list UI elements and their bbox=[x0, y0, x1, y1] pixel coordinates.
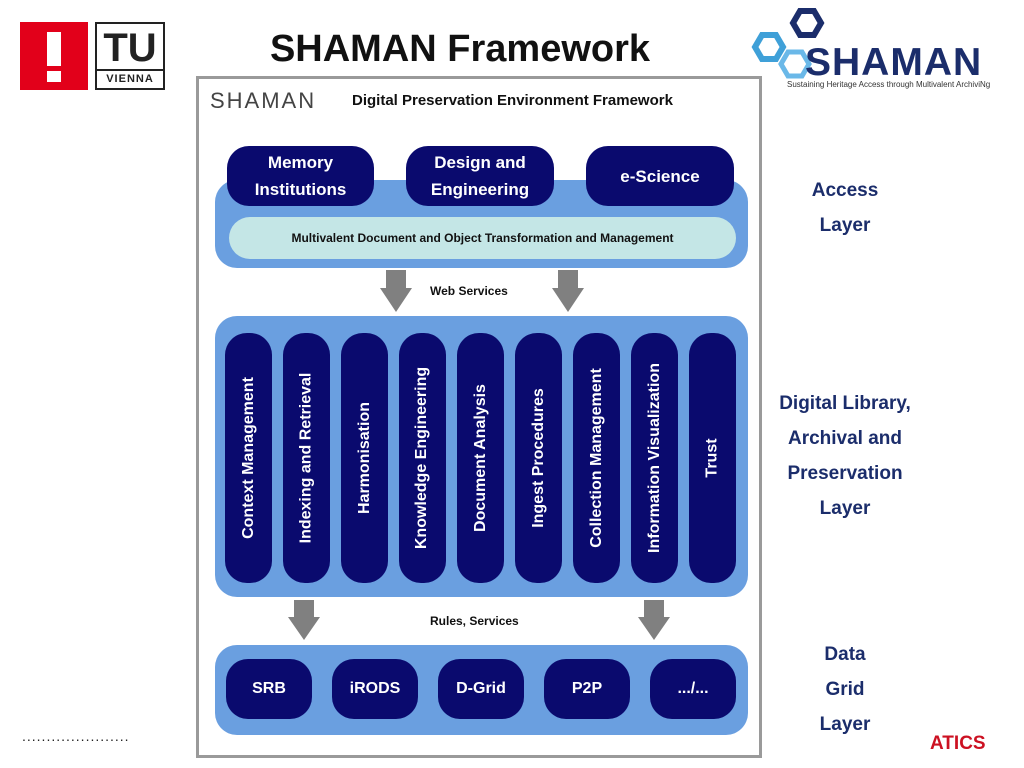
framework-title: Digital Preservation Environment Framewo… bbox=[352, 92, 673, 109]
library-item-document-analysis: Document Analysis bbox=[457, 333, 504, 583]
shaman-logo-word: SHAMAN bbox=[805, 41, 983, 84]
shaman-hexagon-logo bbox=[751, 8, 825, 79]
slide-title: SHAMAN Framework bbox=[269, 28, 651, 70]
library-item-ingest-procedures: Ingest Procedures bbox=[515, 333, 562, 583]
shaman-logo-tagline: Sustaining Heritage Access through Multi… bbox=[787, 80, 991, 89]
footer-fragment: ATICS bbox=[930, 733, 986, 754]
library-item-information-visualization: Information Visualization bbox=[631, 333, 678, 583]
tu-logo-mark: TU bbox=[103, 26, 157, 70]
footer-dots: ...................... bbox=[22, 728, 130, 744]
rules-services-label: Rules, Services bbox=[430, 614, 519, 628]
library-item-trust: Trust bbox=[689, 333, 736, 583]
library-item-harmonisation: Harmonisation bbox=[341, 333, 388, 583]
library-item-indexing-retrieval: Indexing and Retrieval bbox=[283, 333, 330, 583]
library-item-knowledge-engineering: Knowledge Engineering bbox=[399, 333, 446, 583]
grid-item-irods: iRODS bbox=[332, 659, 418, 719]
library-layer-label: Digital Library,Archival and Preservatio… bbox=[779, 393, 911, 519]
down-arrow-icon bbox=[638, 600, 670, 640]
down-arrow-icon bbox=[288, 600, 320, 640]
multivalent-bar: Multivalent Document and Object Transfor… bbox=[229, 217, 736, 259]
tu-vienna-logo: TU VIENNA bbox=[95, 22, 165, 90]
exclamation-logo bbox=[20, 22, 88, 90]
library-item-collection-management: Collection Management bbox=[573, 333, 620, 583]
down-arrow-icon bbox=[552, 270, 584, 312]
library-item-context-management: Context Management bbox=[225, 333, 272, 583]
web-services-label: Web Services bbox=[430, 284, 508, 298]
grid-item-srb: SRB bbox=[226, 659, 312, 719]
grid-item-more: .../... bbox=[650, 659, 736, 719]
down-arrow-icon bbox=[380, 270, 412, 312]
grid-item-p2p: P2P bbox=[544, 659, 630, 719]
tu-logo-text: VIENNA bbox=[97, 69, 163, 88]
grid-item-d-grid: D-Grid bbox=[438, 659, 524, 719]
framework-brand: SHAMAN bbox=[210, 88, 317, 113]
access-item-e-science: e-Science bbox=[586, 146, 734, 206]
